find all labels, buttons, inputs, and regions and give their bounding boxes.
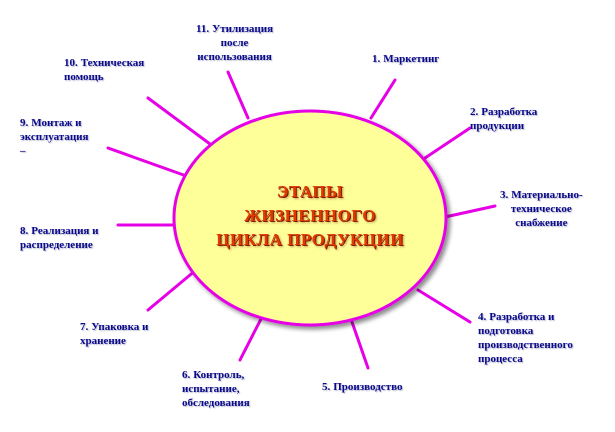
ray-2 (423, 126, 472, 160)
stage-number: 2. (470, 106, 479, 118)
stage-text: распределение (20, 239, 93, 251)
ray-11 (226, 70, 250, 120)
stage-label-7: 7.Упаковка и хранение (80, 320, 148, 348)
stage-label-11: 11.Утилизация после использования (196, 22, 273, 64)
stage-text: Маркетинг (383, 53, 440, 65)
stage-number: 3. (500, 189, 509, 201)
ray-group (106, 70, 497, 370)
stage-number: 8. (20, 225, 29, 237)
stage-text: хранение (80, 335, 126, 347)
stage-text: Утилизация (212, 23, 274, 35)
stage-label-4: 4.Разработка и подготовка производственн… (478, 310, 573, 366)
ray-6 (238, 315, 264, 362)
stage-text: Реализация и (31, 225, 99, 237)
stage-text: Производство (333, 381, 403, 393)
stage-text: Материально- (511, 189, 583, 201)
ray-7 (146, 268, 198, 312)
stage-number: 1. (372, 53, 381, 65)
stage-label-10: 10.Техническая помощь (64, 56, 144, 84)
stage-text: испытание, (182, 383, 240, 395)
stage-text: процесса (478, 353, 523, 365)
stage-number: 4. (478, 311, 487, 323)
stage-label-8: 8.Реализация и распределение (20, 224, 98, 252)
stage-text: снабжение (515, 217, 568, 229)
stage-text: использования (197, 51, 272, 63)
stage-number: 7. (80, 321, 89, 333)
stage-text: Упаковка и (91, 321, 149, 333)
ray-1 (369, 78, 397, 120)
stage-label-6: 6.Контроль, испытание, обследования (182, 368, 250, 410)
stage-text: после (220, 37, 249, 49)
stage-text: Разработка и (489, 311, 555, 323)
stage-number: 9. (20, 117, 29, 129)
stage-number: 6. (182, 369, 191, 381)
stage-text: подготовка (478, 325, 534, 337)
stage-text: Монтаж и (31, 117, 82, 129)
center-ellipse (172, 109, 448, 327)
stage-label-2: 2.Разработка продукции (470, 105, 537, 133)
center-title-line-1: ЭТАПЫ (276, 182, 344, 201)
stage-number: 5. (322, 381, 331, 393)
stage-text: Контроль, (193, 369, 245, 381)
stage-text: производственного (478, 339, 573, 351)
stage-label-1: 1.Маркетинг (372, 52, 439, 66)
ray-4 (416, 288, 472, 324)
stage-text: техническое (510, 203, 572, 215)
stage-text: обследования (182, 397, 250, 409)
stage-text: продукции (470, 120, 525, 132)
stage-number: 10. (64, 57, 78, 69)
center-title-line-3: ЦИКЛА ПРОДУКЦИИ (216, 230, 404, 249)
ray-3 (443, 204, 497, 219)
stage-number: 11. (196, 23, 210, 35)
ray-9 (106, 146, 194, 180)
stage-text: Разработка (481, 106, 538, 118)
ray-10 (146, 96, 212, 146)
center-title-line-2: ЖИЗНЕННОГО (244, 206, 376, 225)
ray-5 (350, 320, 370, 370)
center-title: ЭТАПЫ ЖИЗНЕННОГО ЦИКЛА ПРОДУКЦИИ (185, 180, 435, 252)
stage-text: – (20, 145, 26, 157)
stage-text: эксплуатация (20, 131, 89, 143)
stage-label-5: 5.Производство (322, 380, 402, 394)
stage-text: Техническая (80, 57, 145, 69)
stage-text: помощь (64, 71, 104, 83)
stage-label-9: 9.Монтаж и эксплуатация – (20, 116, 88, 158)
stage-label-3: 3.Материально- техническое снабжение (500, 188, 583, 230)
